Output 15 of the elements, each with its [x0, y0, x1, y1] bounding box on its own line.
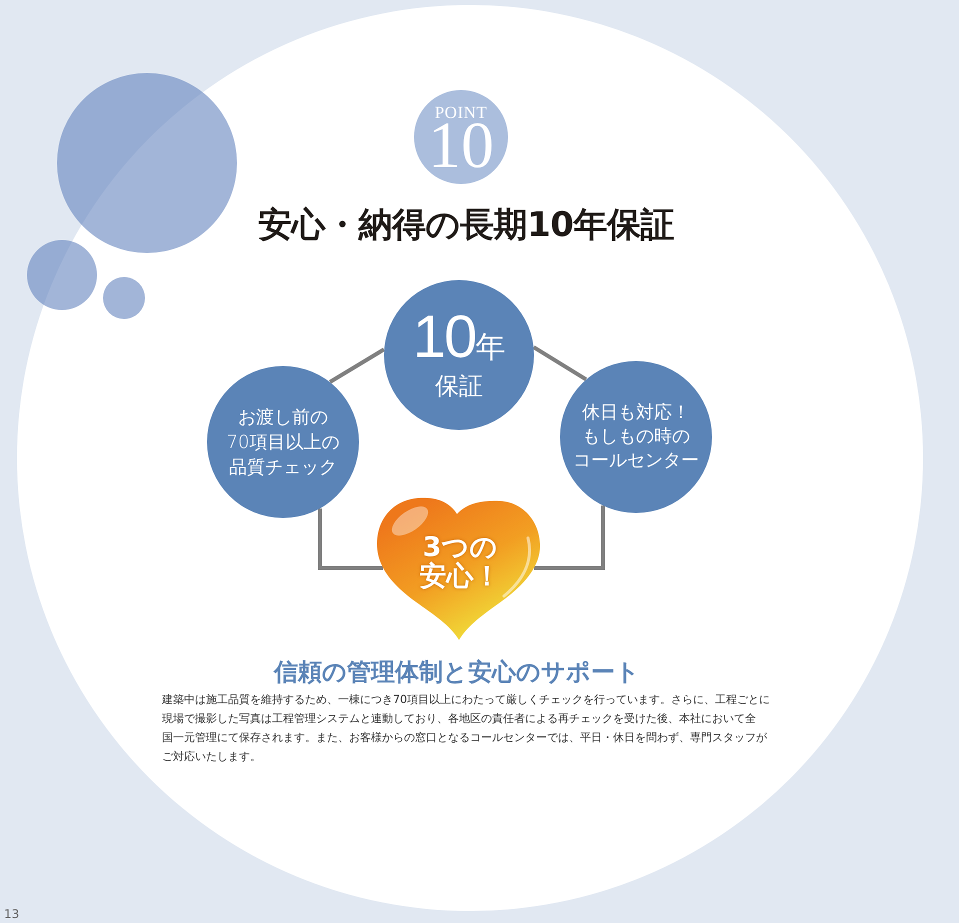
- paragraph: 建築中は施工品質を維持するため、一棟につき70項目以上にわたって厳しくチェックを行っています。さらに、工程ごとに現場で撮影した写真は工程管理システムと連動しており、各地区の責任者による再チェックを受けた後、本社において全国一元管理にて保存されます。また、お客様からの窓口となるコールセンターでは、平日・休日を問わず、専門スタッフがご対応いたします。: [162, 692, 770, 765]
- title: 安心・納得の長期10年保証: [258, 204, 674, 246]
- node-label: 休日も対応！もしもの時のコールセンター: [573, 401, 699, 473]
- heart-label: 3つの安心！: [420, 533, 500, 591]
- connector-line: [532, 346, 588, 382]
- connector-line: [534, 506, 605, 570]
- node-label: 保証: [435, 372, 483, 398]
- node-label: 10年: [412, 312, 506, 372]
- subheading: 信頼の管理体制と安心のサポート: [274, 657, 640, 687]
- badge-label: POINT: [434, 104, 488, 120]
- connector-line: [328, 348, 386, 384]
- node-label: お渡し前の70項目以上の品質チェック: [226, 406, 340, 480]
- badge-number: 10: [428, 120, 494, 170]
- page-number: 13: [4, 907, 20, 921]
- connector-line: [318, 508, 383, 570]
